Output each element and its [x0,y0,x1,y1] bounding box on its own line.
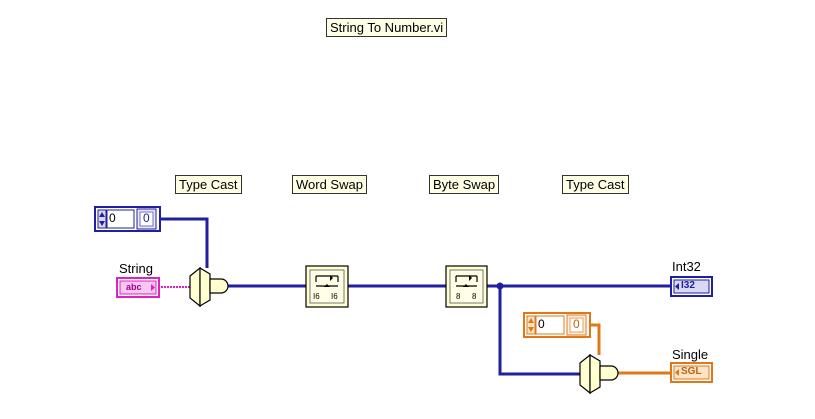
type-cast-label-2: Type Cast [562,175,629,194]
orange-constant-inner: 0 [573,317,580,331]
byte-swap-node[interactable] [445,265,488,308]
single-indicator-terminal[interactable] [670,362,713,383]
type-wire-top[interactable] [160,217,209,268]
word-swap-node[interactable] [305,265,349,308]
type-cast-node-2[interactable] [579,353,619,395]
single-terminal-label: Single [672,347,709,362]
word-swap-glyph-right: I6 [331,292,338,301]
wires [158,217,671,376]
type-cast-node-1[interactable] [189,266,229,308]
single-type-glyph: SGL [681,366,702,377]
type-cast-label-1: Type Cast [175,175,242,194]
int32-terminal-label: Int32 [672,259,701,274]
byte-swap-glyph-right: 8 [472,292,477,301]
orange-numeric-constant[interactable] [523,312,591,338]
word-swap-label: Word Swap [292,175,367,194]
blue-numeric-constant[interactable] [94,206,161,232]
branch-int-wire[interactable] [498,286,580,376]
orange-constant-value: 0 [538,317,545,331]
int32-indicator-terminal[interactable] [670,276,713,297]
string-type-glyph: abc [126,282,142,292]
blue-constant-value: 0 [109,211,116,225]
wire-junction [496,282,504,290]
byte-swap-label: Byte Swap [429,175,500,194]
string-control-terminal[interactable] [116,277,160,298]
byte-swap-glyph-left: 8 [456,292,461,301]
type-wire-orange[interactable] [590,323,601,355]
int32-type-glyph: I32 [681,280,695,291]
vi-title: String To Number.vi [326,18,448,37]
blue-constant-inner: 0 [143,211,150,225]
word-swap-glyph-left: I6 [313,292,320,301]
string-terminal-label: String [119,261,153,276]
